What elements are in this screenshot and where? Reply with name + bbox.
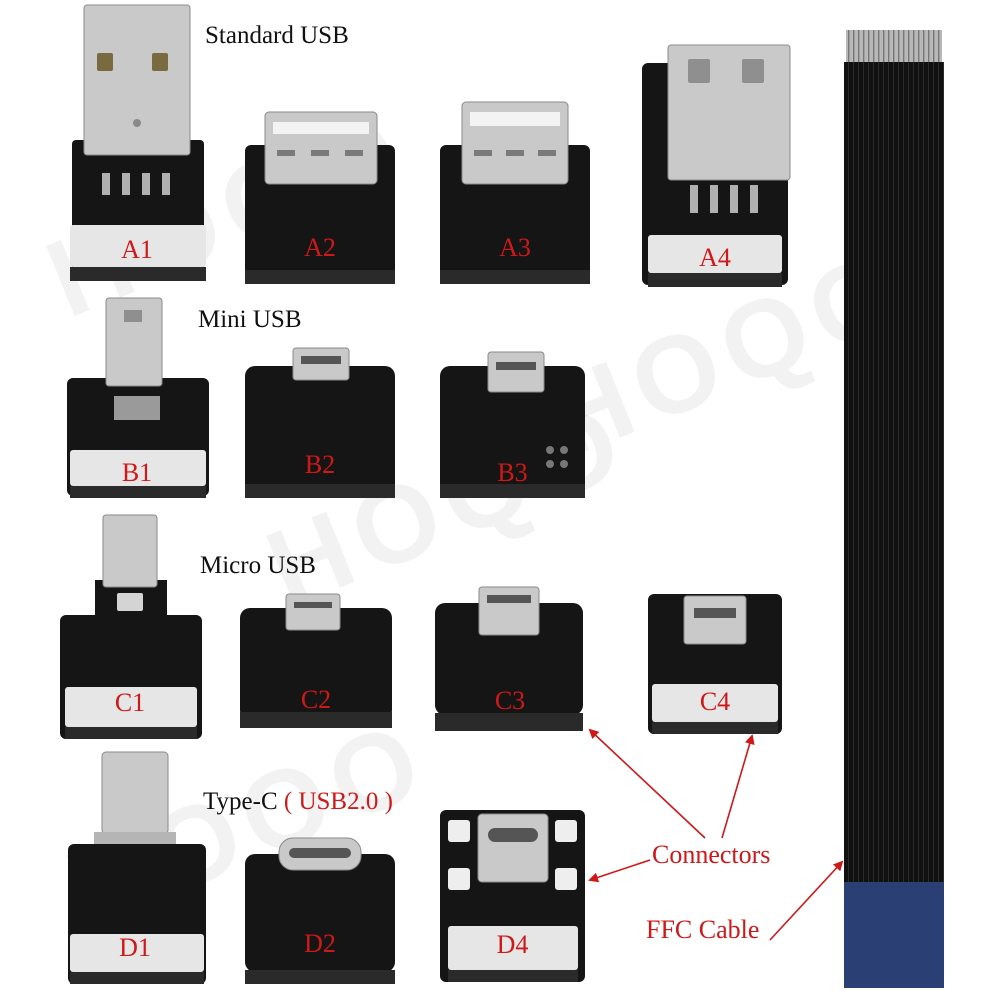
connector-c4: C4 bbox=[640, 588, 790, 738]
connector-c1-drawing bbox=[60, 514, 202, 739]
connector-d2: D2 bbox=[245, 832, 395, 985]
arrow-connectors-to-c4 bbox=[721, 734, 755, 839]
connector-c2-label: C2 bbox=[300, 685, 332, 714]
arrow-connectors-to-d4 bbox=[588, 859, 651, 883]
callout-ffc-cable: FFC Cable bbox=[646, 915, 760, 944]
heading-type-c-text: Type-C bbox=[203, 788, 278, 815]
connector-c3-label: C3 bbox=[494, 686, 526, 715]
ffc-cable bbox=[838, 30, 950, 988]
connector-c1-label: C1 bbox=[114, 688, 146, 717]
connector-d4: D4 bbox=[440, 810, 585, 985]
connector-a2-drawing bbox=[245, 111, 395, 284]
connector-a3-drawing bbox=[440, 101, 590, 284]
connector-c2-drawing bbox=[240, 593, 392, 728]
heading-type-c: Type-C ( USB2.0 ) bbox=[203, 788, 393, 816]
heading-mini-usb: Mini USB bbox=[198, 306, 302, 333]
connector-b1-drawing bbox=[67, 297, 209, 498]
connector-c1: C1 bbox=[55, 514, 205, 743]
connector-a1-label: A1 bbox=[121, 235, 153, 264]
connector-d1: D1 bbox=[60, 751, 210, 987]
connector-c3: C3 bbox=[435, 585, 585, 735]
callout-connectors: Connectors bbox=[652, 840, 771, 869]
connector-b3-drawing bbox=[440, 351, 585, 498]
connector-b1: B1 bbox=[62, 297, 212, 500]
connector-a1-drawing bbox=[70, 4, 206, 281]
connector-d4-drawing bbox=[440, 810, 585, 982]
heading-micro-usb: Micro USB bbox=[200, 552, 316, 579]
connector-b1-label: B1 bbox=[121, 458, 153, 487]
connector-a4-label: A4 bbox=[699, 243, 731, 272]
arrow-ffc-to-cable bbox=[769, 860, 844, 941]
heading-standard-usb: Standard USB bbox=[205, 22, 349, 49]
connector-b2-label: B2 bbox=[304, 450, 336, 479]
connector-b2: B2 bbox=[245, 340, 395, 500]
connector-c4-drawing bbox=[648, 594, 782, 734]
connector-a2-label: A2 bbox=[304, 233, 336, 262]
connector-d1-drawing bbox=[68, 751, 206, 984]
connector-d4-label: D4 bbox=[496, 930, 529, 959]
connector-b2-drawing bbox=[245, 347, 395, 498]
arrow-connectors-to-c3 bbox=[588, 728, 706, 839]
connector-a3: A3 bbox=[440, 100, 590, 285]
connector-a3-label: A3 bbox=[499, 233, 531, 262]
connector-a1: A1 bbox=[62, 4, 212, 285]
connector-d2-drawing bbox=[245, 837, 395, 984]
connector-d1-label: D1 bbox=[119, 933, 151, 962]
connector-a4: A4 bbox=[640, 44, 791, 290]
connector-c4-label: C4 bbox=[699, 687, 731, 716]
ffc-cable-drawing bbox=[844, 30, 944, 988]
connector-c3-drawing bbox=[435, 586, 583, 731]
connector-a4-drawing bbox=[642, 44, 791, 287]
connector-c2: C2 bbox=[240, 590, 392, 730]
connector-b3-label: B3 bbox=[497, 458, 528, 487]
connector-d2-label: D2 bbox=[304, 929, 336, 958]
heading-type-c-note: ( USB2.0 ) bbox=[283, 788, 393, 815]
connector-a2: A2 bbox=[245, 110, 395, 285]
connector-b3: B3 bbox=[440, 348, 585, 500]
